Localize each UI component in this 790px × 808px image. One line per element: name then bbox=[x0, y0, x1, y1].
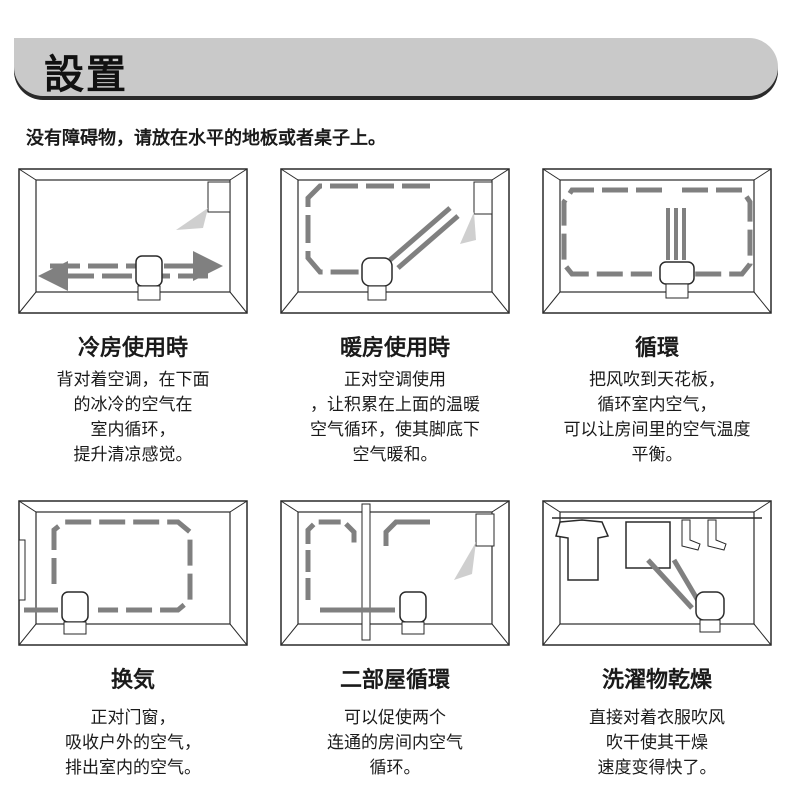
section-title: 洗濯物乾燥 bbox=[601, 668, 712, 693]
diagram-ventilation bbox=[18, 500, 248, 646]
section-description: 正对空调使用，让积累在上面的温暖空气循环，使其脚底下空气暖和。 bbox=[310, 370, 480, 465]
diagram-laundry bbox=[542, 500, 772, 646]
section-description: 背对着空调，在下面的冰冷的空气在室内循环，提升清凉感觉。 bbox=[56, 370, 210, 465]
diagram-heating bbox=[280, 168, 510, 314]
section-title: 换気 bbox=[110, 668, 155, 693]
page-title: 設置 bbox=[44, 52, 128, 98]
fan-icon bbox=[361, 257, 393, 301]
fan-icon bbox=[399, 591, 427, 635]
fan-icon bbox=[695, 591, 725, 633]
section-description: 直接对着衣服吹风吹干使其干燥速度变得快了。 bbox=[589, 708, 725, 778]
section-title: 二部屋循環 bbox=[339, 668, 450, 693]
diagram-circulation bbox=[542, 168, 772, 314]
clothes-icon bbox=[555, 519, 727, 581]
section-description: 正对门窗，吸收户外的空气，排出室内的空气。 bbox=[65, 708, 201, 778]
diagram-cooling bbox=[18, 168, 248, 314]
section-title: 暖房使用時 bbox=[339, 336, 450, 361]
section-title: 冷房使用時 bbox=[77, 336, 188, 361]
intro-text: 没有障碍物，请放在水平的地板或者桌子上。 bbox=[26, 128, 386, 149]
section-description: 可以促使两个连通的房间内空气循环。 bbox=[327, 708, 463, 778]
fan-icon bbox=[659, 261, 695, 299]
fan-icon bbox=[61, 591, 89, 635]
diagram-two-room bbox=[280, 500, 510, 646]
section-description: 把风吹到天花板，循环室内空气，可以让房间里的空气温度平衡。 bbox=[563, 370, 751, 465]
section-banner: 設置 bbox=[14, 38, 778, 98]
section-title: 循環 bbox=[634, 336, 679, 361]
air-conditioner-icon bbox=[207, 181, 231, 213]
fan-icon bbox=[135, 255, 163, 301]
